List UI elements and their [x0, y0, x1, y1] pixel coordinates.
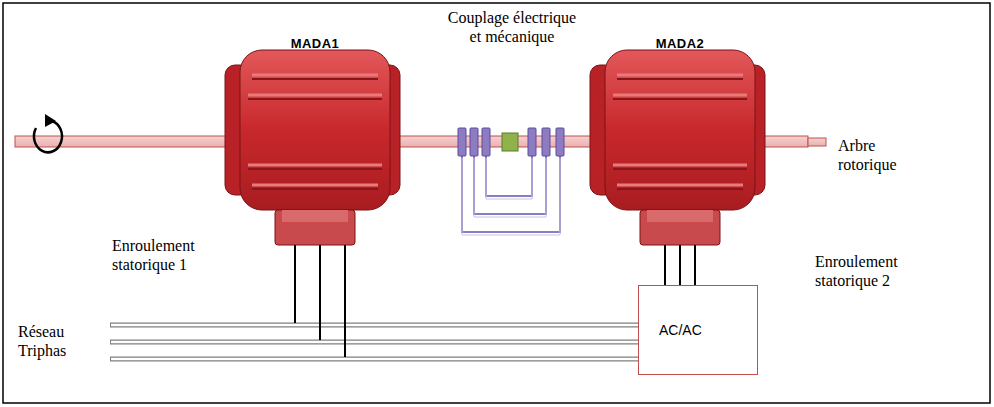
grid-label: Réseau Triphas [18, 322, 106, 360]
machine-mada1: MADA1 [225, 34, 405, 245]
machine-title: MADA2 [590, 34, 770, 53]
stator-label: Enroulement statorique 1 [112, 236, 252, 274]
box-text: AC/AC [657, 321, 704, 340]
machine-title: MADA1 [225, 34, 405, 53]
machine-mada2: MADA2 [590, 34, 770, 245]
shaft-label: Arbre rotorique [838, 136, 928, 174]
coupling-label: Couplage électrique et mécanique [447, 8, 577, 46]
stator-label: Enroulement statorique 2 [815, 252, 955, 290]
stator-wires [665, 245, 695, 285]
converter-box: AC/AC [638, 285, 758, 375]
